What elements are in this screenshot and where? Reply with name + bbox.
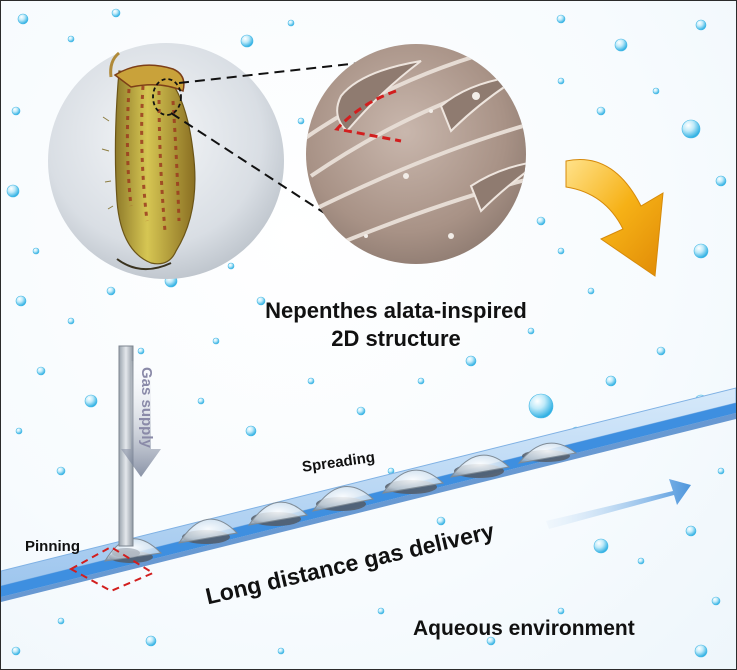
pitcher-plant-photo [48,43,284,279]
sem-micrograph [306,44,526,264]
environment-label: Aqueous environment [413,617,635,640]
caption-line-2: 2D structure [331,326,461,351]
pinning-outline [68,545,156,593]
pinning-label: Pinning [25,538,80,555]
gas-supply-label: Gas supply [138,367,155,448]
transition-arrow [565,159,664,277]
structure-caption: Nepenthes alata-inspired 2D structure [251,297,541,353]
zoom-lines [170,62,360,217]
delivery-direction-arrow [546,479,691,529]
caption-line-1: Nepenthes alata-inspired [265,298,527,323]
water-droplets [6,8,727,658]
gas-supply-tube [112,345,161,558]
